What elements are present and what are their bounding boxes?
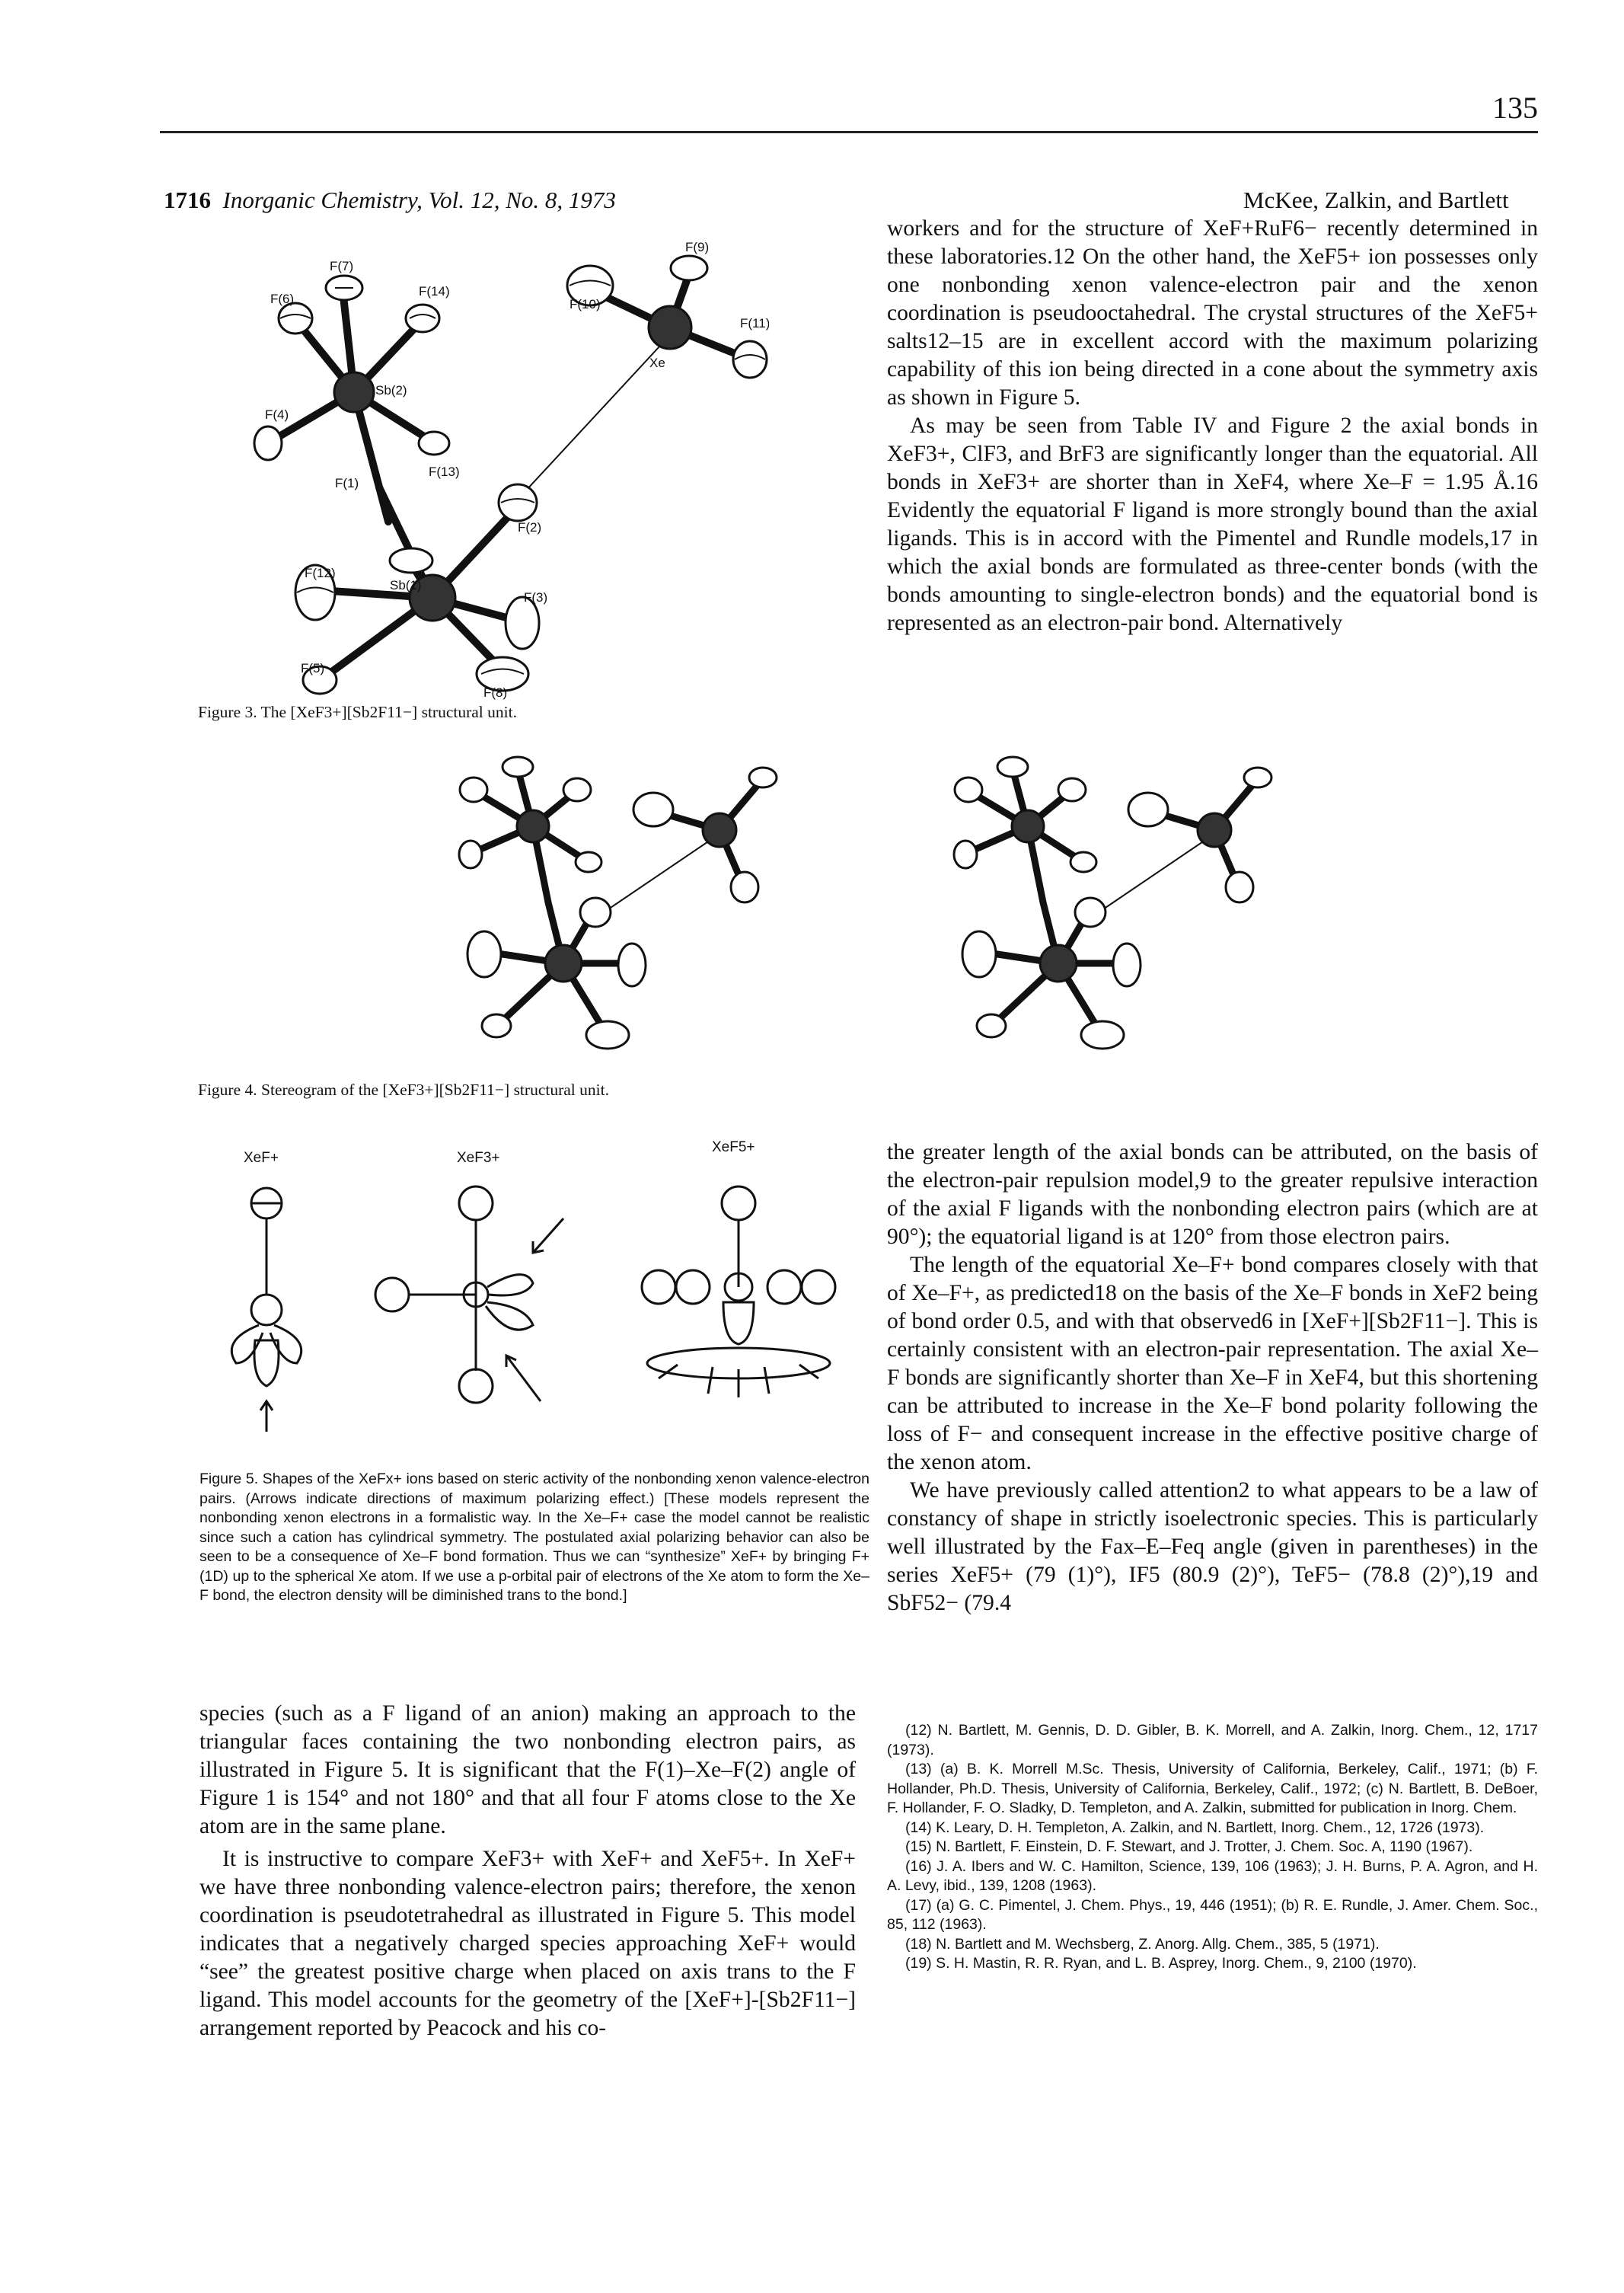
journal-name: Inorganic Chemistry, Vol. 12, No. 8, 197… — [222, 187, 616, 213]
svg-text:F(4): F(4) — [265, 407, 289, 422]
right-column-top: workers and for the structure of XeF+RuF… — [887, 215, 1538, 637]
stereo-view-right — [952, 755, 1273, 1050]
svg-text:F(8): F(8) — [483, 685, 507, 700]
running-header-authors: McKee, Zalkin, and Bartlett — [1243, 187, 1509, 213]
svg-text:F(10): F(10) — [570, 297, 601, 311]
page-number: 135 — [1492, 91, 1538, 125]
reference-item: (13) (a) B. K. Morrell M.Sc. Thesis, Uni… — [887, 1761, 1538, 1816]
svg-text:F(5): F(5) — [301, 661, 324, 675]
svg-text:F(9): F(9) — [685, 240, 709, 254]
svg-text:F(6): F(6) — [270, 292, 294, 306]
figure-5-diagram: XeF+ XeF3+ XeF5+ — [230, 1139, 837, 1432]
svg-text:F(11): F(11) — [740, 316, 769, 331]
paragraph: We have previously called attention2 to … — [887, 1478, 1538, 1615]
paragraph: The length of the equatorial Xe–F+ bond … — [887, 1253, 1538, 1474]
running-header-left: 1716 Inorganic Chemistry, Vol. 12, No. 8… — [164, 187, 616, 214]
figure-4-caption: Figure 4. Stereogram of the [XeF3+][Sb2F… — [198, 1081, 609, 1099]
figure-3-ortep-diagram: F(6)F(7) F(14)F(10) F(9)F(11) Sb(2)F(4) … — [253, 240, 769, 700]
figure-3-caption: Figure 3. The [XeF3+][Sb2F11−] structura… — [198, 703, 517, 721]
paragraph: workers and for the structure of XeF+RuF… — [887, 216, 1538, 410]
reference-item: (19) S. H. Mastin, R. R. Ryan, and L. B.… — [905, 1955, 1417, 1972]
fig5-label-xef: XeF+ — [244, 1150, 279, 1166]
svg-text:F(7): F(7) — [330, 259, 353, 273]
svg-text:Sb(2): Sb(2) — [375, 383, 407, 398]
svg-text:F(13): F(13) — [429, 465, 460, 479]
references-list: (12) N. Bartlett, M. Gennis, D. D. Gible… — [887, 1721, 1538, 1974]
svg-text:Xe: Xe — [649, 356, 665, 370]
journal-page-number: 1716 — [164, 187, 211, 213]
fig5-label-xef3: XeF3+ — [457, 1150, 500, 1166]
paragraph: As may be seen from Table IV and Figure … — [887, 414, 1538, 635]
left-column-bottom: species (such as a F ligand of an anion)… — [199, 1700, 856, 2042]
paragraph: the greater length of the axial bonds ca… — [887, 1140, 1538, 1249]
figure-5-caption: Figure 5. Shapes of the XeFx+ ions based… — [199, 1471, 869, 1604]
svg-text:F(14): F(14) — [419, 284, 450, 299]
reference-item: (15) N. Bartlett, F. Einstein, D. F. Ste… — [905, 1838, 1473, 1855]
reference-item: (14) K. Leary, D. H. Templeton, A. Zalki… — [905, 1819, 1485, 1836]
svg-text:Sb(1): Sb(1) — [390, 578, 422, 592]
paragraph: It is instructive to compare XeF3+ with … — [199, 1847, 856, 2040]
svg-text:F(2): F(2) — [518, 520, 541, 535]
right-column-middle: the greater length of the axial bonds ca… — [887, 1139, 1538, 1618]
paragraph: species (such as a F ligand of an anion)… — [199, 1701, 856, 1838]
reference-item: (16) J. A. Ibers and W. C. Hamilton, Sci… — [887, 1857, 1538, 1895]
header-rule — [160, 131, 1538, 133]
reference-item: (12) N. Bartlett, M. Gennis, D. D. Gible… — [887, 1722, 1538, 1758]
svg-text:F(12): F(12) — [305, 566, 336, 580]
svg-text:F(1): F(1) — [335, 476, 359, 490]
fig5-label-xef5: XeF5+ — [712, 1139, 755, 1155]
reference-item: (18) N. Bartlett and M. Wechsberg, Z. An… — [905, 1935, 1380, 1953]
figure-4-stereogram — [458, 755, 1273, 1050]
stereo-view-left — [458, 755, 778, 1050]
svg-text:F(3): F(3) — [524, 590, 547, 605]
reference-item: (17) (a) G. C. Pimentel, J. Chem. Phys.,… — [887, 1896, 1538, 1934]
